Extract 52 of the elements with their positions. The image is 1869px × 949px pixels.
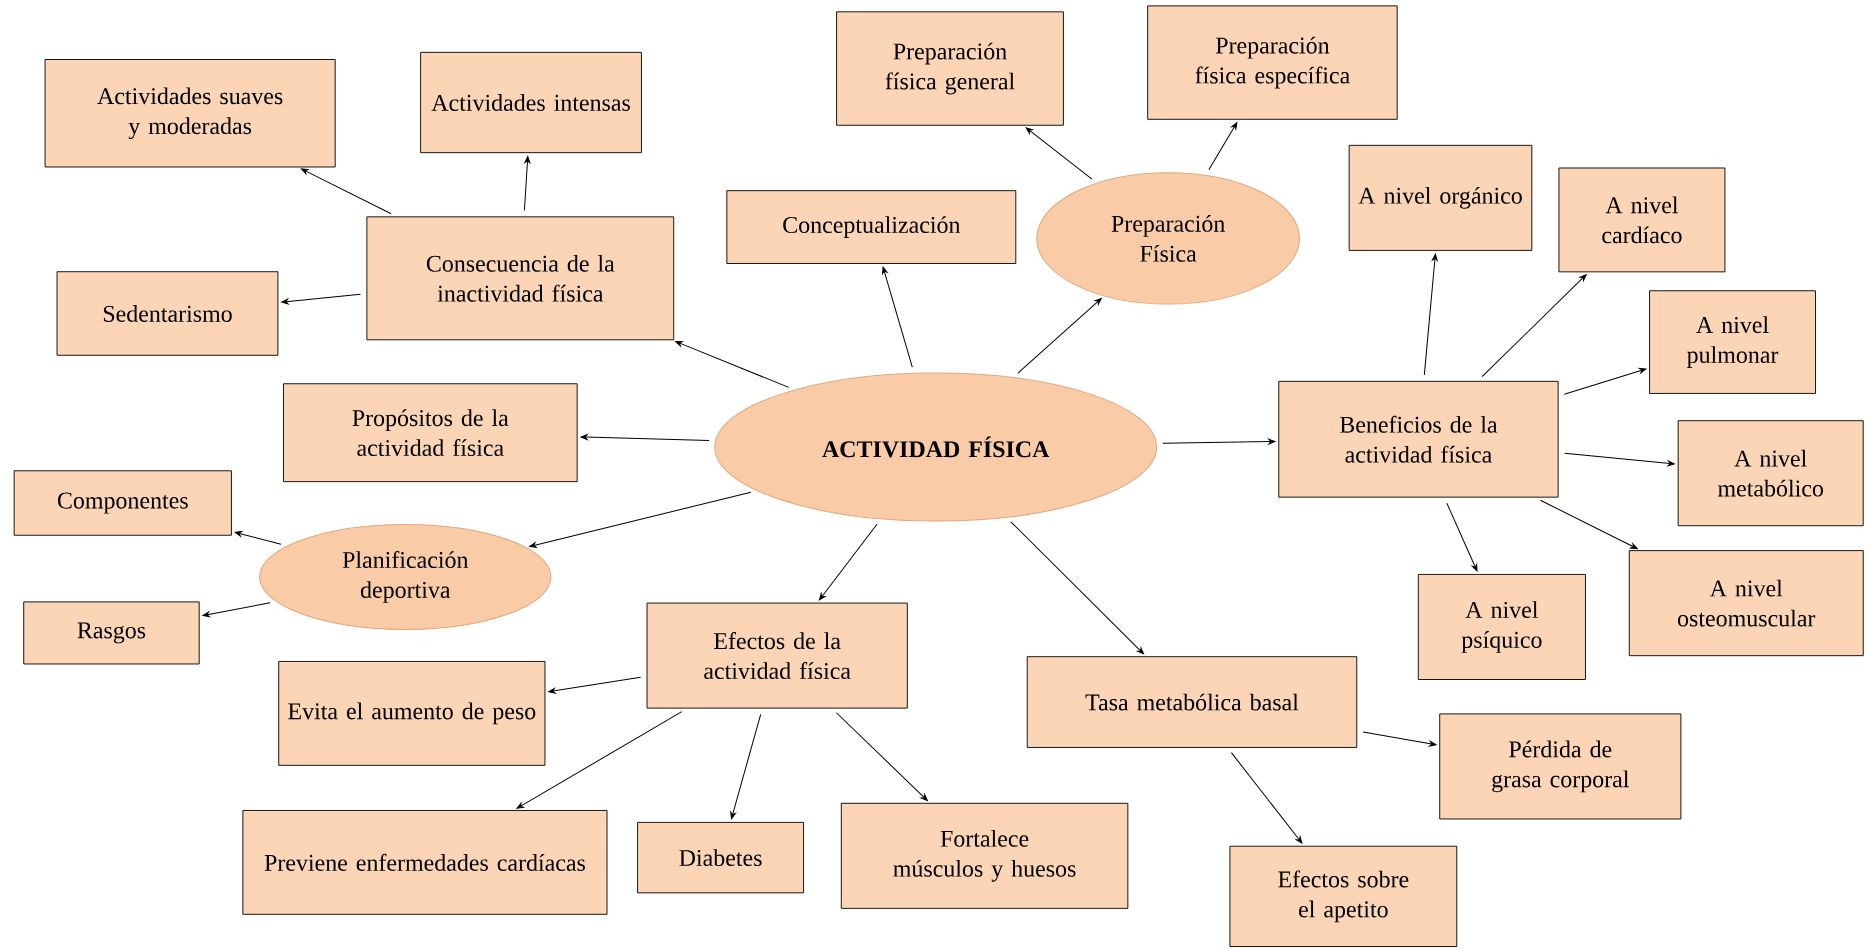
concept-box: Actividades intensas <box>420 52 642 154</box>
concept-box: Tasa metabólica basal <box>1026 656 1358 748</box>
concept-box: Diabetes <box>637 822 804 894</box>
arrow <box>675 341 790 388</box>
arrow <box>580 434 710 442</box>
arrow <box>1563 368 1647 395</box>
concept-box: Sedentarismo <box>56 271 279 356</box>
arrow <box>1564 452 1675 467</box>
concept-box: A nivel metabólico <box>1677 420 1864 527</box>
concept-box: A nivel cardíaco <box>1558 167 1726 273</box>
arrow <box>1010 521 1145 655</box>
concept-box: Preparación física específica <box>1147 5 1398 120</box>
concept-box: A nivel osteomuscular <box>1628 550 1864 657</box>
arrow <box>529 491 752 548</box>
arrow <box>1162 438 1276 445</box>
arrow <box>882 266 913 368</box>
concept-box: Efectos sobre el apetito <box>1229 845 1458 948</box>
arrow <box>516 711 683 809</box>
concept-box: Previene enfermedades cardíacas <box>242 810 608 915</box>
arrow <box>1423 253 1438 376</box>
concept-box: Pérdida de grasa corporal <box>1439 713 1682 820</box>
concept-box: A nivel pulmonar <box>1649 290 1816 394</box>
concept-box: Preparación física general <box>836 11 1064 126</box>
concept-box: A nivel orgánico <box>1348 145 1533 251</box>
concept-box: Evita el aumento de peso <box>278 661 546 766</box>
concept-box: Rasgos <box>23 601 200 665</box>
concept-box: Consecuencia de la inactividad física <box>366 216 675 341</box>
concept-box: Componentes <box>13 470 232 536</box>
arrow <box>1230 752 1303 844</box>
concept-box: Efectos de la actividad física <box>646 602 908 709</box>
concept-box: Actividades suaves y moderadas <box>44 59 336 168</box>
concept-box: Conceptualización <box>726 190 1017 265</box>
arrow <box>1208 122 1238 171</box>
concept-box: Propósitos de la actividad física <box>283 383 578 483</box>
arrow <box>1025 127 1093 180</box>
arrow <box>1362 731 1437 747</box>
arrow <box>730 713 762 820</box>
arrow <box>234 531 282 545</box>
arrow <box>818 523 878 601</box>
arrow <box>281 293 361 305</box>
arrow <box>1446 502 1478 572</box>
concept-box: A nivel psíquico <box>1417 574 1586 681</box>
arrow <box>1017 298 1102 374</box>
arrow <box>548 676 642 694</box>
concept-box: Beneficios de la actividad física <box>1278 381 1559 498</box>
arrow <box>1539 499 1638 550</box>
arrow <box>1481 274 1587 378</box>
arrow <box>523 156 531 211</box>
arrow <box>300 168 392 215</box>
concept-box: Fortalece músculos y huesos <box>840 802 1129 909</box>
arrow <box>835 712 928 802</box>
arrow <box>202 602 271 618</box>
